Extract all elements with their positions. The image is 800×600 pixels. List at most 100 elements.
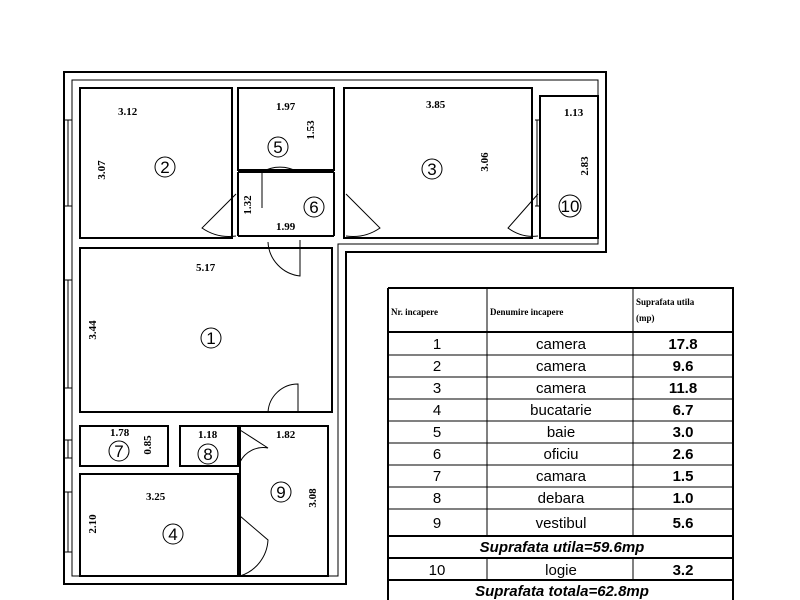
table-row: 2 camera 9.6 [433,358,694,375]
dim-r6-width: 1.99 [276,221,296,233]
table-header-nr: Nr. incapere [391,307,438,317]
row-2-area: 9.6 [673,358,694,375]
dim-r3-height: 3.06 [479,152,491,172]
row-1-nr: 1 [433,336,441,353]
table-header-unit: (mp) [636,313,655,323]
outer-wall-outline [63,71,607,585]
room-label-1: 1 [206,329,215,348]
door-room-1-vestibul [267,383,299,413]
room-bubble-10: 10 [558,194,582,218]
table-header-name: Denumire incapere [490,307,563,317]
room-label-10: 10 [561,197,580,216]
room-number-bubbles: 2 5 3 10 6 1 7 8 [108,136,582,545]
row-3-area: 11.8 [669,380,697,397]
inner-wall-outline [71,79,599,577]
table-row: 1 camera 17.8 [433,336,698,353]
outer-walls [63,71,607,585]
door-room-1 [267,240,301,277]
row-8-nr: 8 [433,490,441,507]
room-9-outline [239,425,329,577]
room-5-outline [237,87,335,171]
row-8-name: debara [538,490,585,507]
row-7-name: camara [536,468,587,485]
table-row: 7 camara 1.5 [433,468,694,485]
row-10-area: 3.2 [673,562,694,579]
summary-total-area: Suprafata totala=62.8mp [475,583,649,600]
room-bubble-5: 5 [267,136,289,158]
row-5-name: baie [547,424,575,441]
window-room-1 [64,279,72,389]
dimension-labels: 3.12 3.07 1.97 1.53 3.85 3.06 1.13 2.83 … [87,99,591,534]
dim-r1-height: 3.44 [87,320,99,340]
row-9-nr: 9 [433,515,441,532]
row-10-name: logie [545,562,577,579]
door-room-3 [345,193,381,237]
row-6-area: 2.6 [673,446,694,463]
doors [201,166,539,577]
table-row: 5 baie 3.0 [433,424,694,441]
dim-r1-width: 5.17 [196,262,216,274]
dim-r4-width: 3.25 [146,491,166,503]
row-8-area: 1.0 [673,490,694,507]
table-row: 6 oficiu 2.6 [433,446,694,463]
room-bubble-2: 2 [154,156,176,178]
row-4-name: bucatarie [530,402,592,419]
room-10-outline [539,95,599,239]
row-3-name: camera [536,380,587,397]
table-row: 9 vestibul 5.6 [433,515,694,532]
room-bubble-8: 8 [197,443,219,465]
door-room-2 [201,193,237,237]
table-frame [387,287,734,600]
room-1-outline [79,247,333,413]
row-2-name: camera [536,358,587,375]
dim-r8-width: 1.18 [198,429,218,441]
room-bubble-4: 4 [162,523,184,545]
door-room-5 [261,166,299,208]
dim-r6-height: 1.32 [242,195,254,215]
room-walls [79,87,599,577]
row-10-nr: 10 [429,562,446,579]
room-2-outline [79,87,233,239]
room-6-outline [237,171,335,237]
dim-r9-width: 1.82 [276,429,296,441]
room-label-3: 3 [427,160,436,179]
room-label-7: 7 [114,442,123,461]
row-7-area: 1.5 [673,468,694,485]
row-4-nr: 4 [433,402,441,419]
room-label-2: 2 [160,158,169,177]
row-9-area: 5.6 [673,515,694,532]
room-label-8: 8 [203,445,212,464]
row-2-nr: 2 [433,358,441,375]
door-room-10 [507,193,539,237]
summary-usable-area: Suprafata utila=59.6mp [480,539,645,556]
room-bubble-9: 9 [270,481,292,503]
row-1-area: 17.8 [668,336,697,353]
room-8-outline [179,425,239,467]
dim-r7-width: 1.78 [110,427,130,439]
table-row: 8 debara 1.0 [433,490,694,507]
dim-r10-width: 1.13 [564,107,584,119]
door-room-4 [239,515,269,577]
table-row: 10 logie 3.2 [429,562,694,579]
row-5-area: 3.0 [673,424,694,441]
dim-r5-width: 1.97 [276,101,296,113]
table-header-area: Suprafata utila [636,297,695,307]
row-6-name: oficiu [543,446,578,463]
window-room-4 [64,491,72,553]
dim-r5-height: 1.53 [305,120,317,140]
room-label-4: 4 [168,525,177,544]
room-4-outline [79,473,239,577]
window-room-3-logie [535,119,540,207]
room-bubble-1: 1 [200,327,222,349]
room-7-outline [79,425,169,467]
dim-r4-height: 2.10 [87,514,99,534]
table-row: 3 camera 11.8 [433,380,697,397]
row-1-name: camera [536,336,587,353]
room-label-6: 6 [309,198,318,217]
row-7-nr: 7 [433,468,441,485]
windows [64,119,540,553]
table-row: 4 bucatarie 6.7 [433,402,694,419]
room-3-outline [343,87,533,239]
room-label-5: 5 [273,138,282,157]
